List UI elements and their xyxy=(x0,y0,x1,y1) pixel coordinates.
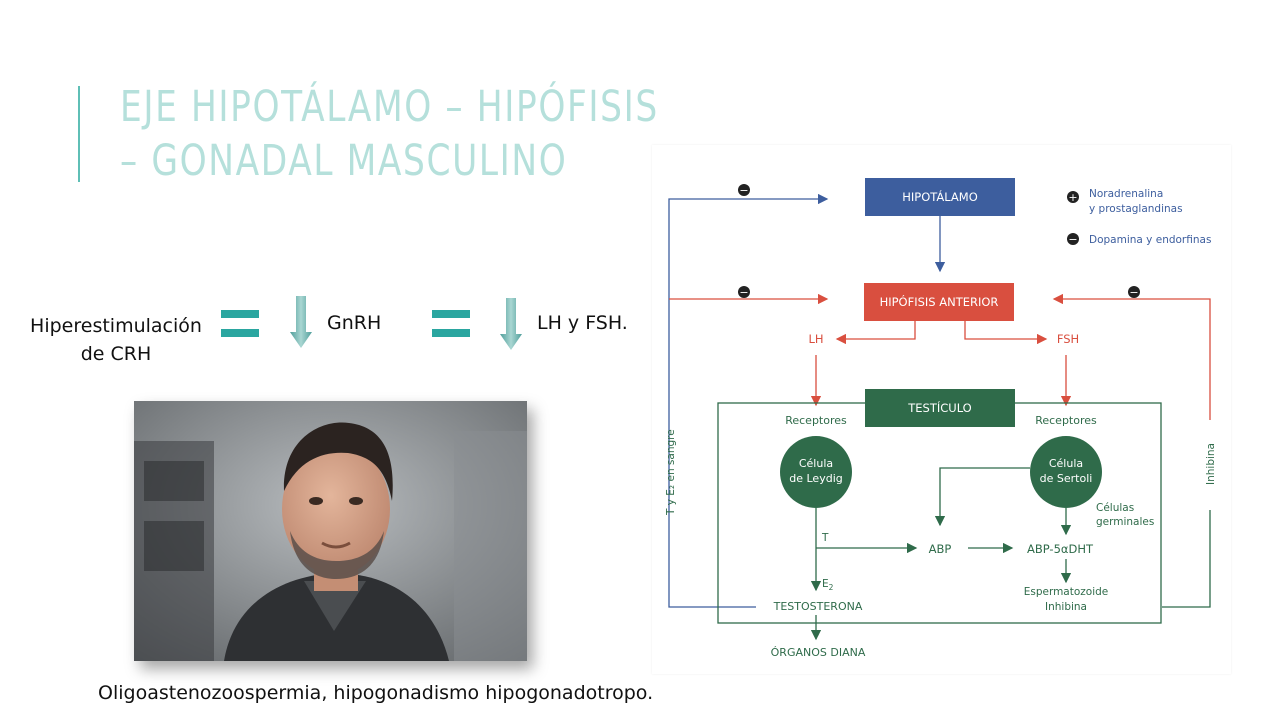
testiculo-box xyxy=(865,389,1015,427)
leydig-cell xyxy=(780,436,852,508)
receptores-left: Receptores xyxy=(785,414,847,427)
e2-sub: 2 xyxy=(829,583,834,592)
sequence-item-crh-line1: Hiperestimulación xyxy=(30,315,202,337)
abp-label: ABP xyxy=(929,542,952,556)
leydig-line2: de Leydig xyxy=(789,472,842,485)
leydig-line1: Célula xyxy=(799,457,833,470)
equals-sign-icon xyxy=(432,310,470,338)
hipotalamo-box xyxy=(865,178,1015,216)
inhibina-bottom-label: Inhibina xyxy=(1045,601,1087,613)
fsh-label: FSH xyxy=(1057,332,1079,346)
minus-sign-text: − xyxy=(739,286,748,299)
minus-sign-icon xyxy=(738,286,750,298)
plus-sign-text: + xyxy=(1068,191,1077,204)
hipotalamo-label: HIPOTÁLAMO xyxy=(902,189,978,204)
sertoli-cell xyxy=(1030,436,1102,508)
plus-sign-icon xyxy=(1067,191,1079,203)
down-arrow-icon xyxy=(500,298,522,350)
minus-sign-text: − xyxy=(1129,286,1138,299)
minus-sign-text: − xyxy=(1068,233,1077,246)
lh-label: LH xyxy=(808,332,823,346)
sequence-item-gnrh: GnRH xyxy=(327,312,382,334)
title-accent-bar xyxy=(78,86,80,182)
espermatozoide-label: Espermatozoide xyxy=(1024,586,1109,598)
equals-sign-icon xyxy=(221,310,259,338)
minus-sign-text: − xyxy=(739,184,748,197)
organos-diana-label: ÓRGANOS DIANA xyxy=(771,646,866,659)
celulas-line2: germinales xyxy=(1096,516,1154,528)
receptores-right: Receptores xyxy=(1035,414,1097,427)
portrait-photo xyxy=(134,401,527,661)
minus-sign-icon xyxy=(738,184,750,196)
sequence-item-crh: Hiperestimulación de CRH xyxy=(30,312,202,368)
down-arrow-icon xyxy=(290,296,312,348)
e2-label: E2 xyxy=(822,578,834,592)
abp-dht-label: ABP-5αDHT xyxy=(1027,542,1094,556)
sequence-item-lh-fsh: LH y FSH. xyxy=(537,312,628,334)
e2-main: E xyxy=(822,578,829,590)
t-label: T xyxy=(821,532,829,544)
legend-plus-line2: y prostaglandinas xyxy=(1089,203,1183,215)
sertoli-line1: Célula xyxy=(1049,457,1083,470)
legend-plus-line1: Noradrenalina xyxy=(1089,188,1163,200)
title-line-1: EJE HIPOTÁLAMO – HIPÓFISIS xyxy=(120,82,659,132)
slide-title: EJE HIPOTÁLAMO – HIPÓFISIS – GONADAL MAS… xyxy=(120,80,659,188)
side-label-right: Inhibina xyxy=(1205,443,1217,485)
hipofisis-box xyxy=(864,283,1014,321)
sequence-item-crh-line2: de CRH xyxy=(80,343,152,365)
testiculo-label: TESTÍCULO xyxy=(907,400,972,415)
title-line-2: – GONADAL MASCULINO xyxy=(120,136,568,186)
sertoli-line2: de Sertoli xyxy=(1040,472,1093,485)
legend-minus: Dopamina y endorfinas xyxy=(1089,234,1211,246)
caption: Oligoastenozoospermia, hipogonadismo hip… xyxy=(98,682,654,704)
testosterona-label: TESTOSTERONA xyxy=(773,600,863,613)
side-label-left: T y E₂ en sangre xyxy=(665,429,677,516)
celulas-line1: Células xyxy=(1096,502,1134,514)
hpg-axis-diagram: − − T y E₂ en sangre − Inhibina HIPOTÁLA… xyxy=(652,145,1231,674)
hipofisis-label: HIPÓFISIS ANTERIOR xyxy=(880,294,999,309)
minus-sign-icon xyxy=(1067,233,1079,245)
minus-sign-icon xyxy=(1128,286,1140,298)
